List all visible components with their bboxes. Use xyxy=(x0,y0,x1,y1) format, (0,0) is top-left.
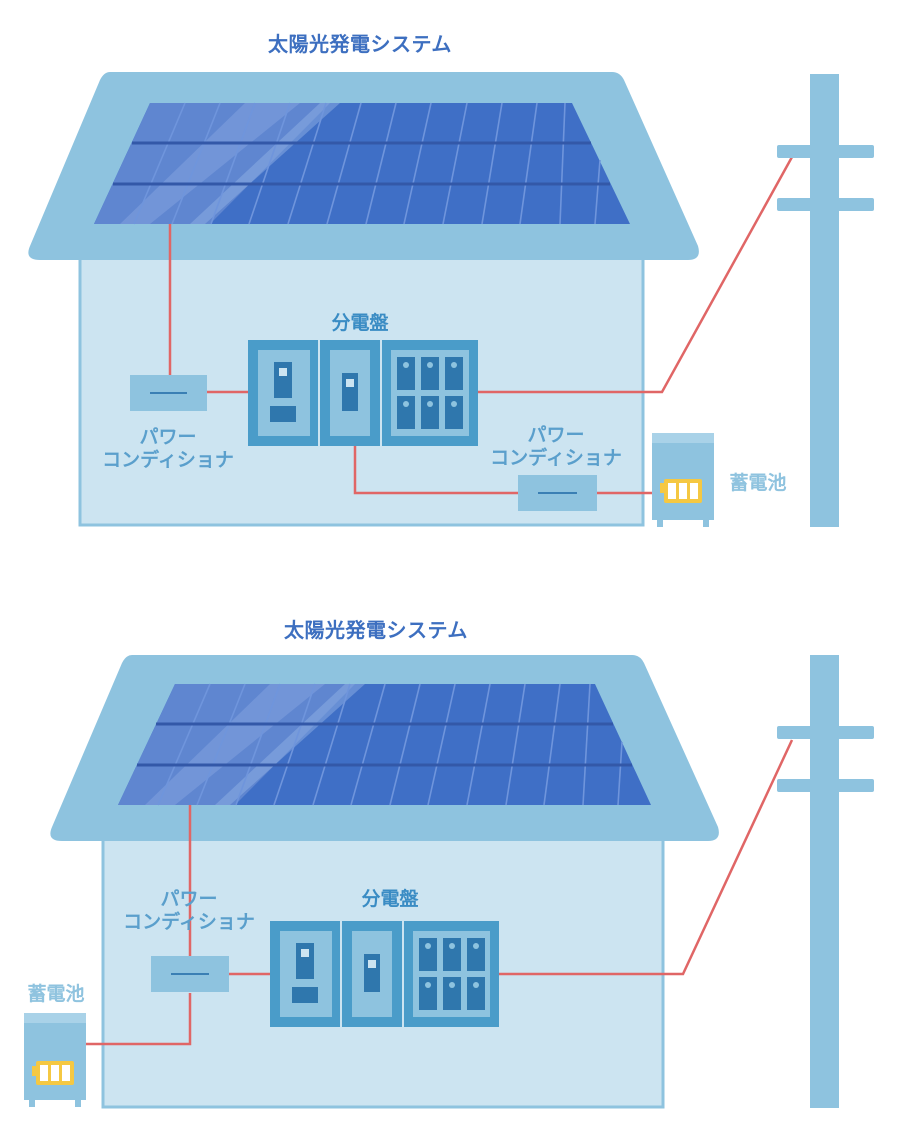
power-conditioner-2-label-line2: コンディショナ xyxy=(490,447,622,469)
solar-panel xyxy=(94,102,630,225)
wiring xyxy=(86,739,794,1046)
utility-pole xyxy=(777,655,874,1108)
diagram-graphics-top xyxy=(28,72,874,527)
power-conditioner-2 xyxy=(518,475,597,511)
distribution-board xyxy=(270,921,499,1027)
diagram-title: 太陽光発電システム xyxy=(284,618,468,642)
power-conditioner-1-label-line2: コンディショナ xyxy=(102,449,234,471)
solar-system-diagram-top: 太陽光発電システム 分電盤 パワー コンディショナ パワー コンディショナ 蓄電… xyxy=(0,0,900,560)
diagram-title: 太陽光発電システム xyxy=(268,32,452,56)
wiring xyxy=(168,156,794,495)
distribution-board-label: 分電盤 xyxy=(361,888,419,910)
utility-pole xyxy=(777,74,874,527)
power-conditioner-label-line1: パワー xyxy=(160,888,218,910)
storage-battery xyxy=(652,433,714,527)
solar-system-diagram-bottom: 太陽光発電システム 分電盤 パワー コンディショナ 蓄電池 xyxy=(0,600,900,1143)
battery-label: 蓄電池 xyxy=(27,983,85,1005)
power-conditioner-1-label: パワー コンディショナ xyxy=(78,426,258,472)
power-conditioner xyxy=(151,956,229,992)
distribution-board xyxy=(248,340,478,446)
diagram-graphics-bottom xyxy=(24,655,874,1109)
power-conditioner-1-label-line1: パワー xyxy=(139,426,197,448)
storage-battery xyxy=(24,1013,86,1107)
solar-panel xyxy=(118,683,651,806)
power-conditioner-2-label-line1: パワー xyxy=(527,424,585,446)
power-conditioner-1 xyxy=(130,375,207,411)
power-conditioner-label: パワー コンディショナ xyxy=(99,888,279,934)
power-conditioner-label-line2: コンディショナ xyxy=(123,911,255,933)
power-conditioner-2-label: パワー コンディショナ xyxy=(466,424,646,470)
battery-label: 蓄電池 xyxy=(729,472,787,494)
distribution-board-label: 分電盤 xyxy=(331,312,389,334)
